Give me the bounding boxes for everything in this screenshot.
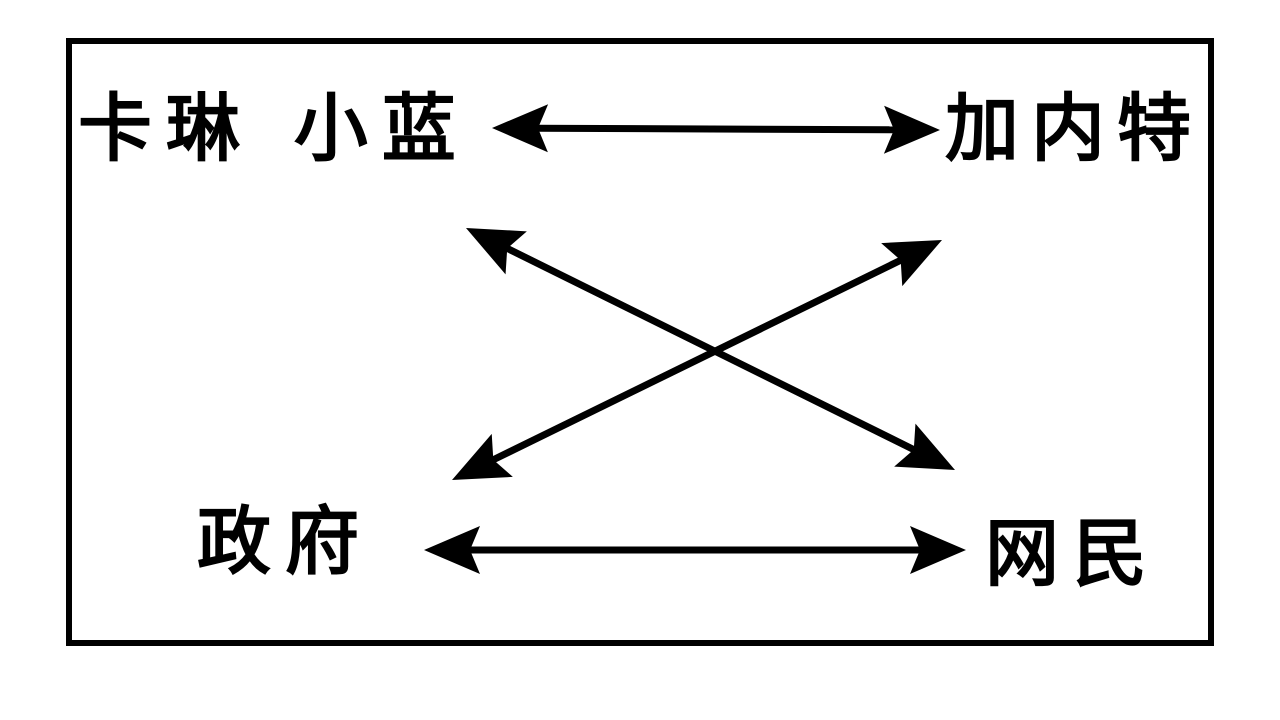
arrow-diagonal-up-shaft [489, 256, 905, 464]
arrow-diagonal-down-shaft [503, 244, 918, 454]
arrow-top-head-start [492, 104, 549, 153]
arrow-top-shaft [535, 124, 897, 134]
arrow-bottom-head-start [424, 526, 480, 574]
arrow-diagonal-up-head-end [881, 240, 942, 287]
arrow-diagonal-down-head-start [466, 228, 527, 275]
arrow-diagonal-up [452, 240, 942, 480]
node-bottom-left: 政府 [197, 499, 373, 585]
arrow-bottom-head-end [910, 526, 966, 574]
node-bottom-right: 网民 [985, 511, 1161, 597]
node-top-left: 卡琳 小蓝 [78, 86, 470, 172]
arrow-bottom [424, 526, 966, 574]
diagram-frame [66, 38, 1214, 646]
arrow-diagonal-up-head-start [452, 433, 513, 480]
arrow-top-head-end [883, 105, 940, 154]
arrow-diagonal-down-head-end [894, 423, 955, 470]
arrow-top [492, 104, 940, 154]
node-top-right: 加内特 [945, 86, 1203, 172]
arrow-diagonal-down [466, 228, 955, 470]
